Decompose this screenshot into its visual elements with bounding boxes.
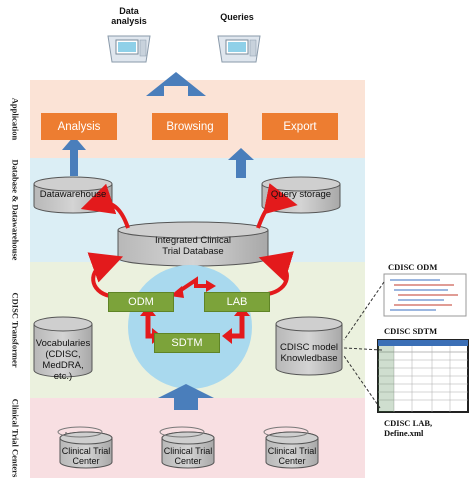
clinical-center-label-line1: Clinical Trial — [163, 446, 213, 456]
clinical-center-database-icon — [263, 426, 319, 469]
integrated-database-label: Integrated Clinical Trial Database — [118, 235, 268, 257]
sdtm-right-arrowhead — [222, 328, 232, 344]
export-to-datawarehouse-arrow — [80, 183, 130, 229]
clinical-center-label-line1: Clinical Trial — [267, 446, 317, 456]
knowledgebase-database-icon — [275, 316, 343, 376]
vocabularies-label: Vocabularies (CDISC, MedDRA, etc.) — [32, 338, 94, 382]
up-arrow-icon — [146, 72, 206, 96]
odm-node[interactable]: ODM — [108, 292, 174, 312]
clinical-center-label-line2: Center — [278, 456, 306, 466]
lab-node[interactable]: LAB — [204, 292, 270, 312]
query-storage-label: Query storage — [270, 189, 332, 200]
export-to-query-storage-arrow — [256, 183, 298, 229]
up-arrow-icon — [62, 136, 86, 176]
vocabularies-label-line3: MedDRA, etc.) — [42, 360, 84, 382]
datawarehouse-label: Datawarehouse — [39, 189, 107, 200]
clinical-center-label-line2: Center — [174, 456, 202, 466]
sdtm-spreadsheet-icon — [377, 339, 469, 413]
clinical-center-label: Clinical Trial Center — [162, 446, 214, 466]
lab-odm-arrowhead — [206, 280, 216, 292]
up-arrow-icon — [228, 148, 254, 178]
clinical-center-label-line1: Clinical Trial — [61, 446, 111, 456]
sdtm-node[interactable]: SDTM — [154, 333, 220, 353]
clinical-center-database-icon — [159, 426, 215, 469]
vocabularies-label-line1: Vocabularies — [35, 338, 91, 349]
odm-to-database-arrow — [87, 252, 124, 298]
vocabularies-database-icon — [33, 316, 93, 378]
data-analysis-label: Data analysis — [111, 6, 147, 26]
clinical-center-label: Clinical Trial Center — [266, 446, 318, 466]
computer-icon — [107, 35, 151, 63]
cdisc-lab-label-line1: CDISC LAB, — [384, 418, 433, 428]
browsing-button[interactable]: Browsing — [152, 113, 228, 140]
knowledgebase-label-line2: Knowledbase — [280, 353, 338, 364]
integrated-database-label-line1: Integrated Clinical — [154, 235, 232, 246]
computer-icon — [217, 35, 261, 63]
knowledgebase-label-line1: CDISC model — [279, 342, 339, 353]
cdisc-lab-label-line2: Define.xml — [384, 428, 424, 438]
clinical-center-database-icon — [57, 426, 113, 469]
analysis-button[interactable]: Analysis — [41, 113, 117, 140]
sdtm-connector-line — [343, 347, 383, 351]
cdisc-odm-label: CDISC ODM — [388, 262, 438, 272]
clinical-center-label-line2: Center — [72, 456, 100, 466]
odm-xml-document-icon — [383, 273, 467, 317]
knowledgebase-label: CDISC model Knowledbase — [276, 342, 342, 364]
cdisc-lab-label: CDISC LAB, Define.xml — [384, 418, 432, 438]
odm-lab-conversion-arrow — [176, 276, 208, 294]
queries-label: Queries — [220, 12, 254, 22]
odm-connector-line — [343, 281, 385, 341]
integrated-database-label-line2: Trial Database — [162, 246, 224, 257]
lab-connector-line — [343, 355, 381, 409]
cdisc-sdtm-label: CDISC SDTM — [384, 326, 438, 336]
clinical-center-label: Clinical Trial Center — [60, 446, 112, 466]
vocabularies-label-line2: (CDISC, — [45, 349, 81, 360]
lab-to-database-arrow — [258, 251, 294, 296]
export-button[interactable]: Export — [262, 113, 338, 140]
up-arrow-icon — [158, 384, 214, 410]
